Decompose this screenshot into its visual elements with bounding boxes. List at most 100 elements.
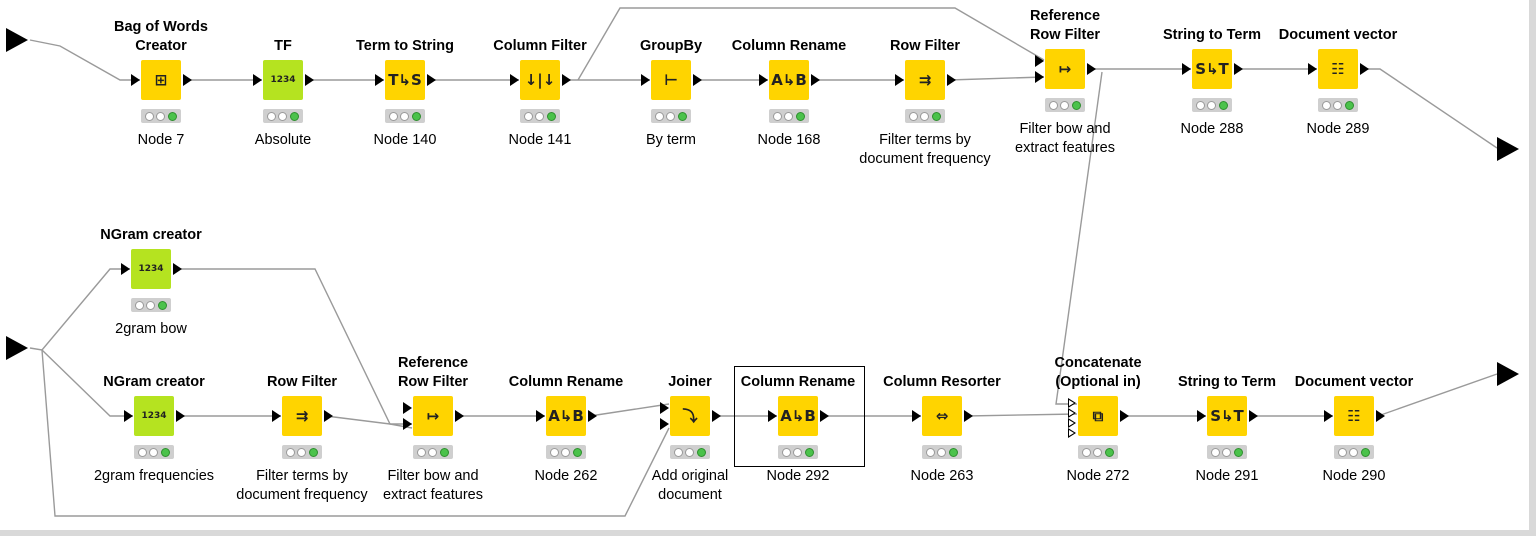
- node-label[interactable]: Node 288: [1137, 120, 1287, 139]
- output-port[interactable]: [820, 410, 829, 422]
- output-port[interactable]: [562, 74, 571, 86]
- groupby-icon[interactable]: ⊢: [651, 60, 691, 100]
- node-ngb[interactable]: GroupBy⊢By term: [596, 0, 746, 160]
- input-port[interactable]: [375, 74, 384, 86]
- node-label[interactable]: Node 272: [1023, 467, 1173, 486]
- output-port[interactable]: [712, 410, 721, 422]
- output-port[interactable]: [1087, 63, 1096, 75]
- concatenate-icon[interactable]: ⧉: [1078, 396, 1118, 436]
- input-port[interactable]: [895, 74, 904, 86]
- output-port[interactable]: [427, 74, 436, 86]
- node-label[interactable]: Node 290: [1279, 467, 1429, 486]
- output-port[interactable]: [1376, 410, 1385, 422]
- column-resorter-icon[interactable]: ⇔: [922, 396, 962, 436]
- connection-wire[interactable]: [948, 76, 1045, 81]
- connection-wire[interactable]: [41, 349, 670, 517]
- output-port[interactable]: [588, 410, 597, 422]
- document-vector-icon[interactable]: ☷: [1334, 396, 1374, 436]
- node-n272[interactable]: Concatenate(Optional in)⧉Node 272: [1023, 336, 1173, 496]
- input-port-2[interactable]: [1035, 71, 1044, 83]
- output-port[interactable]: [1249, 410, 1258, 422]
- connection-wire[interactable]: [589, 403, 670, 417]
- output-port[interactable]: [1120, 410, 1129, 422]
- string-to-term-icon[interactable]: S↳T: [1192, 49, 1232, 89]
- node-n263[interactable]: Column Resorter⇔Node 263: [867, 336, 1017, 496]
- node-label[interactable]: Node 262: [491, 467, 641, 486]
- term-to-string-icon[interactable]: T↳S: [385, 60, 425, 100]
- column-rename-icon[interactable]: A↳B: [769, 60, 809, 100]
- output-port[interactable]: [947, 74, 956, 86]
- output-port[interactable]: [176, 410, 185, 422]
- document-vector-icon[interactable]: ☷: [1318, 49, 1358, 89]
- input-port[interactable]: [1308, 63, 1317, 75]
- node-label[interactable]: Node 141: [465, 131, 615, 150]
- node-label[interactable]: Absolute: [208, 131, 358, 150]
- output-port[interactable]: [693, 74, 702, 86]
- node-label[interactable]: By term: [596, 131, 746, 150]
- metanode-output-port[interactable]: [1497, 137, 1519, 161]
- input-port[interactable]: [660, 402, 669, 414]
- input-port[interactable]: [759, 74, 768, 86]
- input-port[interactable]: [1035, 55, 1044, 67]
- connection-wire[interactable]: [965, 413, 1078, 417]
- ngram-creator-icon[interactable]: 1234: [131, 249, 171, 289]
- output-port[interactable]: [183, 74, 192, 86]
- metanode-input-port[interactable]: [6, 336, 28, 360]
- input-port[interactable]: [272, 410, 281, 422]
- node-label[interactable]: Node 7: [86, 131, 236, 150]
- input-port[interactable]: [912, 410, 921, 422]
- node-label[interactable]: 2gram bow: [76, 320, 226, 339]
- joiner-icon[interactable]: ⤵: [670, 396, 710, 436]
- output-port[interactable]: [173, 263, 182, 275]
- optional-input-port[interactable]: [1068, 398, 1076, 408]
- output-port[interactable]: [964, 410, 973, 422]
- node-label[interactable]: Node 289: [1263, 120, 1413, 139]
- node-label[interactable]: 2gram frequencies: [79, 467, 229, 486]
- reference-row-filter-icon[interactable]: ↦: [1045, 49, 1085, 89]
- input-port[interactable]: [131, 74, 140, 86]
- node-n141[interactable]: Column Filter↓|↓Node 141: [465, 0, 615, 160]
- connection-wire[interactable]: [29, 268, 130, 351]
- optional-input-port[interactable]: [1068, 408, 1076, 418]
- row-filter-icon[interactable]: ⇉: [905, 60, 945, 100]
- input-port[interactable]: [1197, 410, 1206, 422]
- input-port[interactable]: [536, 410, 545, 422]
- column-rename-icon[interactable]: A↳B: [546, 396, 586, 436]
- node-n289[interactable]: Document vector☷Node 289: [1263, 0, 1413, 149]
- input-port[interactable]: [641, 74, 650, 86]
- output-port[interactable]: [305, 74, 314, 86]
- connection-wire[interactable]: [1377, 373, 1498, 417]
- input-port[interactable]: [121, 263, 130, 275]
- bag-of-words-icon[interactable]: ⊞: [141, 60, 181, 100]
- ngram-creator-icon[interactable]: 1234: [134, 396, 174, 436]
- input-port[interactable]: [124, 410, 133, 422]
- node-label[interactable]: Node 168: [714, 131, 864, 150]
- node-label[interactable]: Node 291: [1152, 467, 1302, 486]
- node-label[interactable]: Node 292: [723, 467, 873, 486]
- input-port[interactable]: [768, 410, 777, 422]
- connection-wire[interactable]: [175, 268, 412, 425]
- tf-icon[interactable]: 1234: [263, 60, 303, 100]
- output-port[interactable]: [324, 410, 333, 422]
- input-port-2[interactable]: [660, 418, 669, 430]
- output-port[interactable]: [811, 74, 820, 86]
- optional-input-port[interactable]: [1068, 428, 1076, 438]
- node-label[interactable]: Node 140: [330, 131, 480, 150]
